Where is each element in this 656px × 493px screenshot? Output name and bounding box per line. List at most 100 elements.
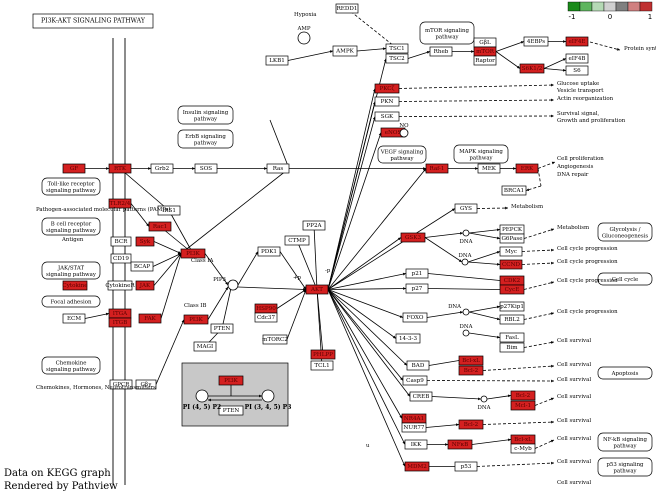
gene-node-creb[interactable]: CREB bbox=[409, 391, 433, 402]
gene-node-gbl[interactable]: GβL bbox=[473, 37, 497, 48]
gene-node-cmyb[interactable]: c-Myb bbox=[510, 443, 536, 454]
gene-node-ampk[interactable]: AMPK bbox=[332, 45, 358, 57]
gene-node-p53[interactable]: p53 bbox=[454, 461, 478, 472]
compound-pip3[interactable]: PIP3 bbox=[213, 277, 239, 291]
gene-node-cd19[interactable]: CD19 bbox=[110, 253, 132, 264]
gene-node-pkcz[interactable]: PKCζ bbox=[374, 83, 400, 94]
gene-node-bcl22[interactable]: Bcl-2 bbox=[510, 390, 536, 401]
gene-node-tsc2[interactable]: TSC2 bbox=[385, 53, 409, 64]
gene-node-syk[interactable]: Syk bbox=[135, 236, 155, 247]
glycolysis-pathway-box[interactable]: Glycolysis /Gluconeogenesis bbox=[597, 222, 653, 242]
gene-node-fasl[interactable]: FasL bbox=[499, 332, 525, 343]
gene-node-ecm[interactable]: ECM bbox=[62, 313, 86, 324]
gene-node-mtorc2[interactable]: mTORC2 bbox=[262, 334, 288, 345]
gene-node-bcl21[interactable]: Bcl-2 bbox=[458, 365, 484, 376]
gene-node-mdm2[interactable]: MDM2 bbox=[404, 461, 430, 472]
gene-node-bclxl2[interactable]: Bcl-xL bbox=[510, 434, 536, 445]
gene-node-ikk[interactable]: IKK bbox=[404, 439, 428, 450]
gene-node-ctmp[interactable]: CTMP bbox=[284, 235, 310, 246]
gene-node-hsp90[interactable]: HSP90 bbox=[254, 303, 278, 314]
gene-node-irs1[interactable]: IRS1 bbox=[157, 205, 181, 216]
gene-node-bclxl1[interactable]: Bcl-xL bbox=[458, 355, 484, 366]
gene-node-cytokiner[interactable]: CytokineR bbox=[105, 280, 135, 291]
gene-node-magi[interactable]: MAGI bbox=[193, 341, 217, 352]
cellcycle-pathway-box[interactable]: Cell cycle bbox=[597, 272, 653, 286]
gene-node-mek[interactable]: MEK bbox=[477, 163, 501, 174]
gene-node-nr4a1[interactable]: NR4A1 bbox=[401, 413, 427, 424]
gene-node-4ebp[interactable]: 4EBPs bbox=[523, 36, 549, 47]
compound-pi345p3[interactable]: PI (3, 4, 5) P3 bbox=[245, 389, 292, 411]
gene-node-tsc1[interactable]: TSC1 bbox=[385, 43, 409, 54]
gene-node-lkb1[interactable]: LKB1 bbox=[265, 55, 289, 66]
compound-dna5[interactable]: DNA bbox=[478, 395, 491, 411]
gene-node-bim[interactable]: Bim bbox=[499, 342, 525, 353]
gene-node-foxo[interactable]: FOXO bbox=[402, 312, 428, 323]
gene-node-raptor[interactable]: Raptor bbox=[473, 55, 497, 66]
gene-node-gf[interactable]: GF bbox=[62, 163, 86, 174]
gene-node-myc[interactable]: Myc bbox=[499, 246, 523, 257]
gene-node-cytokine[interactable]: Cytokine bbox=[62, 280, 88, 291]
gene-node-bcr[interactable]: BCR bbox=[110, 236, 132, 247]
gene-node-pten1[interactable]: PTEN bbox=[210, 323, 234, 334]
gene-node-bcap[interactable]: BCAP bbox=[130, 261, 154, 272]
focal-pathway-box[interactable]: Focal adhesion bbox=[41, 295, 101, 308]
gene-node-bad[interactable]: BAD bbox=[406, 360, 430, 371]
gene-node-1433[interactable]: 14-3-3 bbox=[395, 333, 421, 344]
gene-node-p21[interactable]: p21 bbox=[405, 268, 429, 279]
compound-dna3[interactable]: DNA bbox=[448, 304, 470, 316]
apoptosis-pathway-box[interactable]: Apoptosis bbox=[597, 366, 653, 380]
gene-node-pi3k1[interactable]: PI3K bbox=[180, 248, 206, 259]
compound-pi45p2[interactable]: PI (4, 5) P2 bbox=[183, 389, 221, 411]
gene-node-eif4e[interactable]: eIF4E bbox=[565, 36, 589, 47]
gene-node-grb2[interactable]: Grb2 bbox=[150, 163, 174, 174]
gene-node-cdc37[interactable]: Cdc37 bbox=[254, 312, 278, 323]
gene-node-gpcr[interactable]: GPCR bbox=[109, 379, 133, 390]
gene-node-g6pase[interactable]: G6Pase bbox=[499, 233, 525, 244]
gene-node-s6k[interactable]: S6K1/2 bbox=[519, 63, 545, 74]
gene-node-gys[interactable]: GYS bbox=[454, 203, 478, 214]
compound-no[interactable]: NO bbox=[399, 123, 409, 138]
gene-node-ras[interactable]: Ras bbox=[266, 163, 290, 174]
gene-node-nur77[interactable]: NUR77 bbox=[401, 422, 427, 433]
gene-node-nfkb[interactable]: NFκB bbox=[447, 439, 473, 450]
gene-node-eif4b[interactable]: eIF4B bbox=[565, 53, 589, 64]
gene-node-sgk[interactable]: SGK bbox=[374, 111, 400, 122]
gene-node-pten2[interactable]: PTEN bbox=[218, 405, 244, 416]
gene-node-pkn[interactable]: PKN bbox=[374, 96, 400, 107]
gene-node-pepck[interactable]: PEPCK bbox=[499, 224, 525, 235]
compound-amp[interactable]: AMP bbox=[296, 26, 311, 45]
gene-node-ccnd[interactable]: CCND bbox=[499, 259, 523, 270]
gene-node-phlpp[interactable]: PHLPP bbox=[310, 349, 336, 360]
gene-node-rtk[interactable]: RTK bbox=[108, 163, 132, 174]
gene-node-itga[interactable]: ITGA bbox=[108, 308, 132, 319]
gene-node-s6[interactable]: S6 bbox=[565, 65, 589, 76]
gene-node-fak[interactable]: FAK bbox=[138, 313, 162, 324]
gene-node-pdk1[interactable]: PDK1 bbox=[257, 246, 281, 257]
compound-dna4[interactable]: DNA bbox=[460, 324, 473, 337]
gene-node-tcl1[interactable]: TCL1 bbox=[310, 360, 334, 371]
gene-node-erk[interactable]: ERK bbox=[515, 163, 539, 174]
gene-node-bcl23[interactable]: Bcl-2 bbox=[458, 419, 484, 430]
gene-node-pi3k3[interactable]: PI3K bbox=[218, 375, 244, 386]
gene-node-cdk2[interactable]: CDK2 bbox=[499, 275, 525, 286]
gene-node-mtor[interactable]: mTOR bbox=[473, 46, 497, 57]
gene-node-gsk3[interactable]: GSK3 bbox=[400, 232, 426, 243]
gene-node-tlr[interactable]: TLR2/4 bbox=[108, 198, 132, 209]
gene-node-mcl1[interactable]: Mcl-1 bbox=[510, 400, 536, 411]
gene-node-akt[interactable]: AKT bbox=[305, 284, 329, 295]
gene-node-sos[interactable]: SOS bbox=[194, 163, 218, 174]
compound-dna1[interactable]: DNA bbox=[460, 229, 473, 245]
gene-node-rac1[interactable]: Rac1 bbox=[148, 221, 172, 232]
gene-node-p27kip1[interactable]: p27Kip1 bbox=[499, 301, 525, 312]
gene-node-brca1[interactable]: BRCA1 bbox=[501, 185, 527, 196]
gene-node-pi3k2[interactable]: PI3K bbox=[183, 314, 209, 325]
gene-node-raf1[interactable]: Raf-1 bbox=[425, 163, 449, 174]
